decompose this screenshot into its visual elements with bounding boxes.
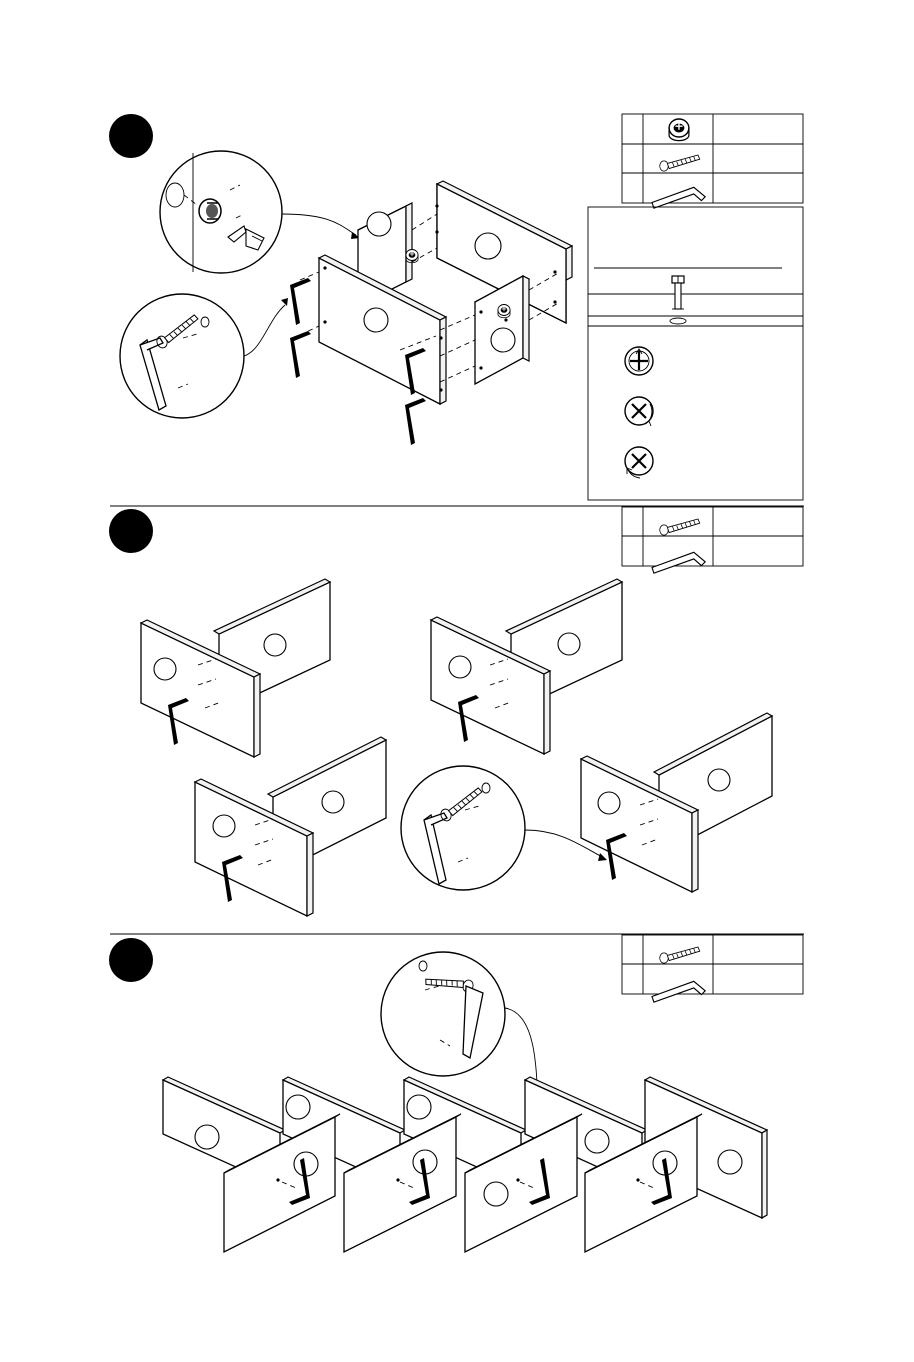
- cam-hole-icon: [670, 318, 686, 324]
- cam-turn-icon: [625, 397, 653, 426]
- hex-key-icon: [652, 552, 705, 573]
- screw-icon: [660, 947, 700, 963]
- step-1: [109, 114, 803, 500]
- cam-lock-guide-panel: [588, 207, 803, 500]
- hex-key-icon: [652, 187, 705, 208]
- step-3-parts-table: [622, 935, 803, 1002]
- screw-icon: [660, 155, 700, 171]
- step-3-frame-assembly: [163, 1077, 767, 1252]
- screw-detail-callout: [401, 766, 607, 890]
- screw-detail-callout: [120, 294, 288, 418]
- step-2-number-badge: [109, 509, 153, 553]
- screw-icon: [660, 519, 700, 535]
- cam-lock-icon: [669, 119, 689, 141]
- step-1-parts-table: [622, 114, 803, 208]
- step-2: [109, 507, 803, 916]
- step-1-number-badge: [109, 114, 153, 158]
- cam-bolt-icon: [672, 276, 684, 309]
- corner-joint-top-right: [431, 579, 622, 754]
- hex-key-icon: [652, 981, 705, 1002]
- step-2-parts-table: [622, 507, 803, 573]
- step-1-cabinet-assembly: [290, 181, 572, 445]
- cam-lock-detail-callout: [160, 151, 360, 273]
- cam-locked-icon: [625, 447, 653, 478]
- corner-joint-bottom-right: [581, 713, 772, 892]
- step-3-number-badge: [109, 938, 153, 982]
- corner-joint-top-left: [141, 579, 330, 757]
- cam-open-icon: [625, 347, 653, 375]
- corner-joint-bottom-left: [195, 737, 386, 916]
- step-3: [109, 935, 803, 1252]
